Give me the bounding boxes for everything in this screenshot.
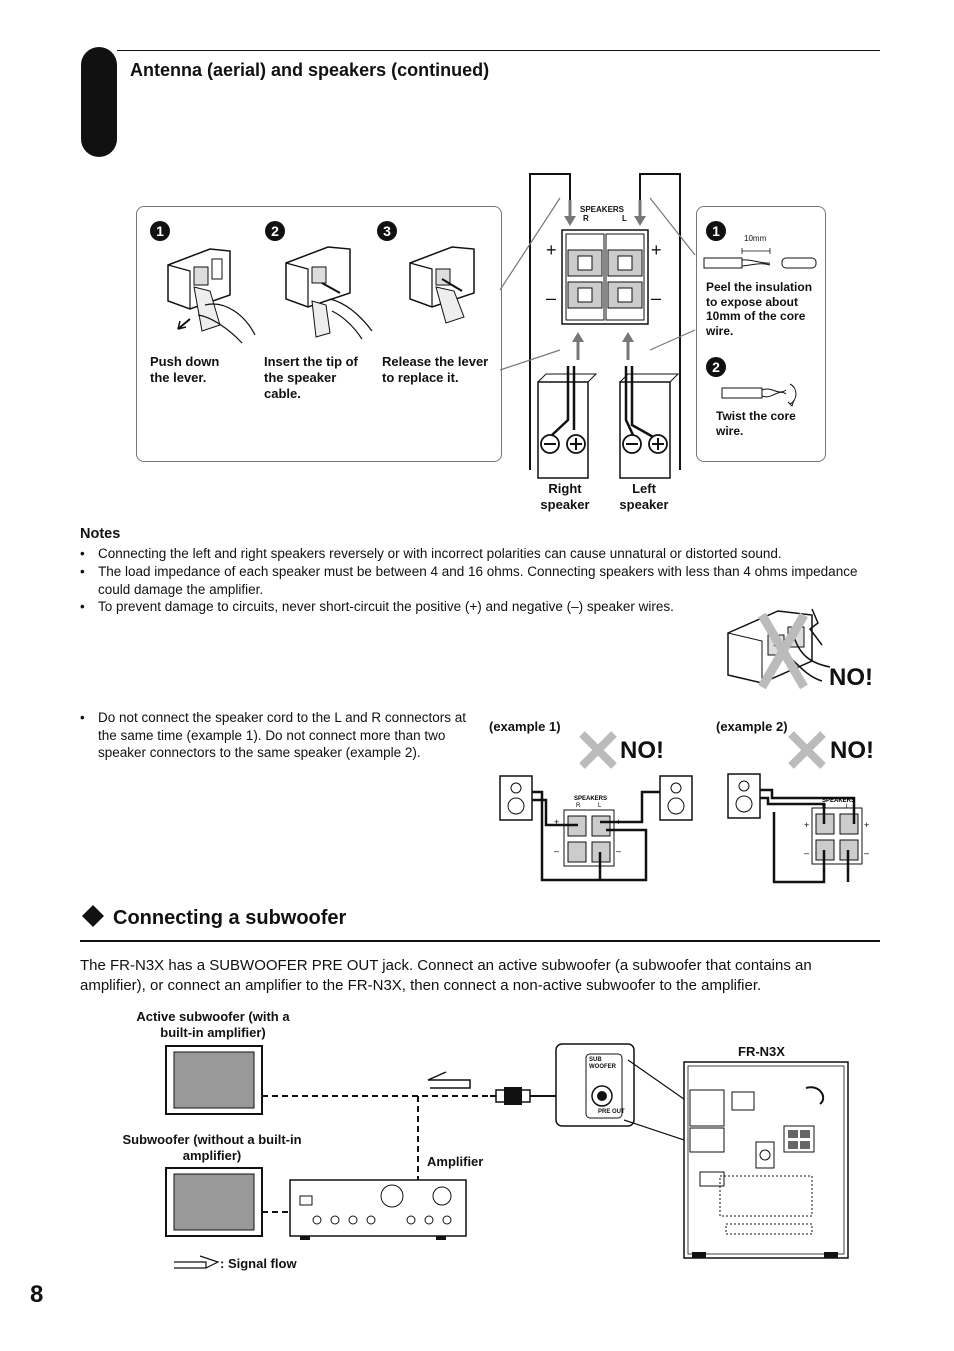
step2-text: Insert the tip of the speaker cable.	[264, 354, 358, 401]
unit-name-label: FR-N3X	[738, 1044, 785, 1059]
example1-diagram: SPEAKERS R L + + – –	[499, 775, 693, 882]
minus-right: –	[651, 288, 662, 308]
note-item-2: The load impedance of each speaker must …	[80, 563, 880, 598]
plus-left: +	[546, 240, 557, 260]
note-item-3: To prevent damage to circuits, never sho…	[80, 598, 880, 616]
speaker-terminal-diagram	[499, 173, 696, 479]
insert-cable-illustration	[285, 246, 373, 340]
subwoofer-intro: The FR-N3X has a SUBWOOFER PRE OUT jack.…	[80, 957, 812, 994]
svg-text:–: –	[616, 846, 621, 856]
plus-right: +	[651, 240, 662, 260]
step1-number: 1	[150, 221, 170, 241]
twist-wire-illustration	[721, 383, 797, 407]
notes-heading: Notes	[80, 526, 121, 542]
no-label-short: NO!	[829, 664, 873, 691]
passive-subwoofer-label: Subwoofer (without a built-in amplifier)	[122, 1132, 302, 1163]
subwoofer-title: Connecting a subwoofer	[113, 907, 347, 929]
amplifier-label: Amplifier	[427, 1154, 484, 1169]
header-rule	[117, 50, 880, 51]
svg-text:R: R	[822, 804, 827, 810]
speakers-l-label: L	[622, 214, 627, 223]
step3-text: Release the lever to replace it.	[382, 354, 489, 385]
note-item-1: Connecting the left and right speakers r…	[80, 545, 880, 563]
speakers-label: SPEAKERS	[580, 205, 625, 214]
no-label-example1: NO!	[620, 737, 664, 764]
svg-text:–: –	[864, 848, 869, 858]
example1-cross	[579, 731, 617, 769]
page-number: 8	[30, 1281, 44, 1308]
svg-text:SPEAKERS: SPEAKERS	[822, 798, 855, 804]
example1-label: (example 1)	[489, 719, 561, 734]
wire-step1-text: Peel the insulation to expose about 10mm…	[706, 280, 813, 338]
example2-diagram: SPEAKERS R L + + – –	[727, 773, 869, 884]
subwoofer-rule	[80, 940, 880, 942]
section-title: Antenna (aerial) and speakers (continued…	[130, 60, 490, 80]
svg-text:+: +	[616, 817, 621, 827]
svg-text:+: +	[804, 820, 809, 830]
svg-text:R: R	[576, 803, 581, 809]
minus-left: –	[546, 288, 557, 308]
short-circuit-illustration	[727, 608, 831, 690]
section-tab	[81, 47, 117, 157]
diamond-icon	[82, 905, 104, 927]
svg-text:–: –	[804, 848, 809, 858]
signal-flow-legend: : Signal flow	[220, 1256, 297, 1271]
example2-cross	[788, 731, 826, 769]
step1-text: Push down the lever.	[150, 354, 220, 385]
no-label-example2: NO!	[830, 737, 874, 764]
wire-step2-number: 2	[706, 357, 726, 377]
wire-prep-box	[696, 206, 826, 462]
svg-text:–: –	[554, 846, 559, 856]
jack-preout-label: PRE OUT	[598, 1109, 625, 1115]
example2-label: (example 2)	[716, 719, 788, 734]
steps-box	[136, 206, 502, 462]
jack-sub-label: SUB WOOFER	[589, 1057, 616, 1070]
measure-label: 10mm	[744, 234, 767, 243]
subwoofer-connection-diagram	[165, 1043, 849, 1269]
svg-text:+: +	[554, 817, 559, 827]
svg-text:L: L	[598, 803, 602, 809]
svg-text:SPEAKERS: SPEAKERS	[574, 796, 607, 802]
note-item-4: Do not connect the speaker cord to the L…	[80, 709, 475, 762]
right-speaker-label: Right speaker	[540, 481, 590, 512]
release-lever-illustration	[409, 246, 475, 324]
svg-text:+: +	[864, 820, 869, 830]
left-speaker-label: Left speaker	[619, 481, 669, 512]
peel-wire-illustration	[703, 248, 817, 269]
wire-step1-number: 1	[706, 221, 726, 241]
wire-step2-text: Twist the core wire.	[716, 409, 796, 438]
push-lever-illustration	[167, 248, 256, 344]
step2-number: 2	[265, 221, 285, 241]
step3-number: 3	[377, 221, 397, 241]
speakers-r-label: R	[583, 214, 589, 223]
svg-text:L: L	[846, 804, 850, 810]
active-subwoofer-label: Active subwoofer (with a built-in amplif…	[136, 1009, 290, 1040]
